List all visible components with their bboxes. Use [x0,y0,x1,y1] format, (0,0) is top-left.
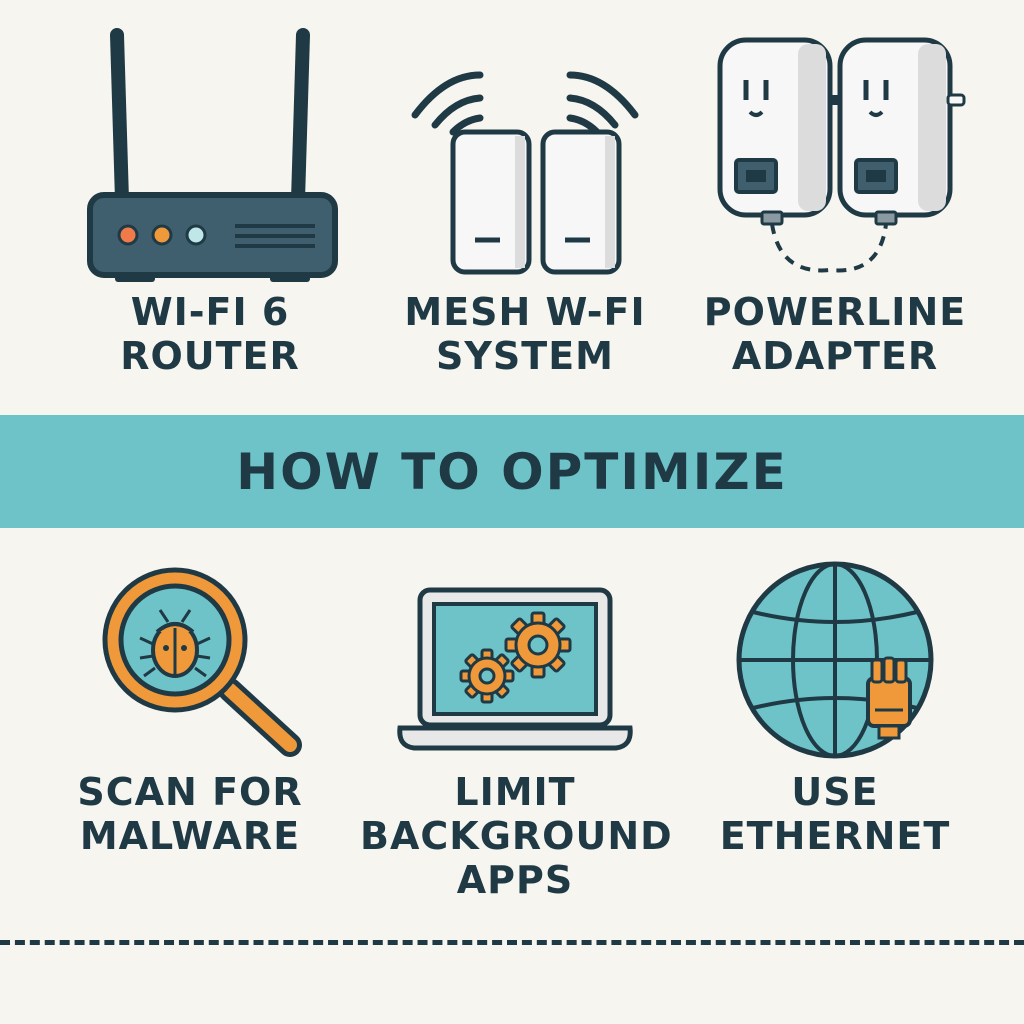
limit-background-apps-label: LIMIT BACKGROUND APPS [360,770,673,902]
powerline-adapter-item: POWERLINE ADAPTER [690,20,980,378]
mesh-wifi-item: MESH W-FI SYSTEM [370,20,680,378]
powerline-adapter-icon [717,37,966,273]
scan-malware-label: SCAN FOR MALWARE [55,770,325,858]
router-label: WI-FI 6 ROUTER [40,290,380,378]
laptop-gears-icon [397,587,633,751]
use-ethernet-label-line-1: USE [791,770,879,814]
bottom-row: SCAN FOR MALWARE [0,560,1024,920]
mesh-wifi-label-line-2: SYSTEM [436,334,614,378]
use-ethernet-item: USE ETHERNET [700,560,970,858]
top-row: WI-FI 6 ROUTER MESH W-FI SYSTEM [0,20,1024,400]
limit-background-apps-label-line-1: LIMIT [454,770,576,814]
dashed-divider [0,940,1024,945]
powerline-adapter-label-line-2: ADAPTER [731,334,939,378]
scan-malware-item: SCAN FOR MALWARE [55,560,325,858]
limit-background-apps-label-line-2: BACKGROUND [360,814,673,858]
powerline-adapter-label: POWERLINE ADAPTER [690,290,980,378]
banner-title: HOW TO OPTIMIZE [236,442,788,501]
router-label-line-1: WI-FI 6 [130,290,290,334]
powerline-adapter-label-line-1: POWERLINE [703,290,967,334]
section-banner: HOW TO OPTIMIZE [0,415,1024,528]
limit-background-apps-label-line-3: APPS [456,858,574,902]
router-label-line-2: ROUTER [120,334,300,378]
mesh-wifi-label-line-1: MESH W-FI [404,290,646,334]
mesh-wifi-icon [411,71,639,275]
magnifier-bug-icon [102,567,302,757]
scan-malware-label-line-2: MALWARE [79,814,301,858]
router-icon [87,28,338,282]
limit-background-apps-item: LIMIT BACKGROUND APPS [360,560,673,902]
globe-ethernet-icon [736,561,934,759]
router-item: WI-FI 6 ROUTER [40,20,380,378]
use-ethernet-label: USE ETHERNET [700,770,970,858]
use-ethernet-label-line-2: ETHERNET [719,814,951,858]
scan-malware-label-line-1: SCAN FOR [77,770,303,814]
mesh-wifi-label: MESH W-FI SYSTEM [370,290,680,378]
